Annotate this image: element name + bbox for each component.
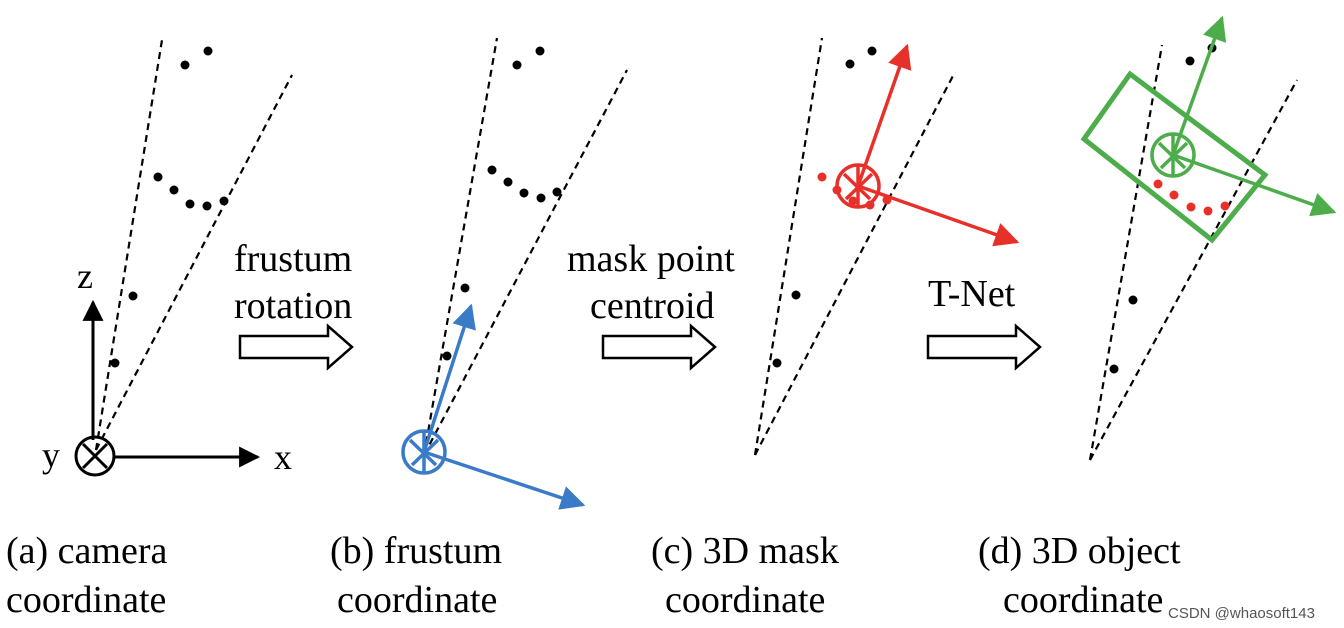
- transform-arrow-1: frustum rotation: [234, 238, 354, 371]
- watermark: CSDN @whaosoft143: [1168, 605, 1315, 622]
- captions: (a) camera coordinate (b) frustum coordi…: [6, 530, 1181, 621]
- frustum-edge-left: [422, 37, 499, 456]
- arrow-2-label-line1: mask point: [567, 238, 735, 280]
- frustum-edge-left: [1088, 44, 1164, 461]
- frustum-edge-right: [423, 69, 628, 456]
- point-cloud: [442, 46, 562, 361]
- caption-a-line1: (a) camera: [6, 530, 167, 572]
- hollow-arrow-icon: [601, 323, 717, 371]
- arrow-3-label-line1: T-Net: [928, 273, 1016, 315]
- panel-a-camera: z y x: [42, 39, 293, 477]
- arrow-1-label-line1: frustum: [234, 238, 352, 280]
- frustum-edge-right: [754, 71, 956, 456]
- frustum-edge-left: [753, 37, 824, 456]
- frustum-edge-right: [1089, 79, 1298, 461]
- hollow-arrow-icon: [238, 323, 354, 371]
- caption-c-line1: (c) 3D mask: [651, 530, 839, 572]
- panel-b-frustum: [401, 37, 628, 510]
- caption-c-line2: coordinate: [665, 579, 825, 621]
- red-up-axis-arrow: [856, 43, 912, 187]
- point-cloud: [772, 46, 877, 368]
- caption-d-line1: (d) 3D object: [978, 530, 1181, 572]
- panel-d-3d-object: [1080, 15, 1337, 461]
- blue-right-axis-arrow: [423, 450, 586, 510]
- point-cloud: [110, 46, 229, 368]
- blue-origin-icon: [401, 429, 447, 475]
- green-up-axis-arrow: [1171, 15, 1227, 156]
- caption-b-line2: coordinate: [337, 579, 497, 621]
- caption-d-line2: coordinate: [1003, 579, 1163, 621]
- hollow-arrow-icon: [926, 323, 1042, 371]
- green-right-axis-arrow: [1172, 153, 1337, 217]
- green-bounding-box: [1080, 70, 1269, 244]
- blue-up-axis-arrow: [422, 303, 476, 453]
- red-mask-points: [1153, 179, 1230, 216]
- arrow-1-label-line2: rotation: [234, 285, 352, 327]
- red-origin-icon: [835, 163, 881, 209]
- arrow-2-label-line2: centroid: [590, 285, 715, 327]
- transform-arrow-2: mask point centroid: [567, 238, 735, 371]
- caption-b-line1: (b) frustum: [330, 530, 502, 572]
- y-axis-into-page-icon: [74, 435, 116, 477]
- caption-a-line2: coordinate: [6, 579, 166, 621]
- green-origin-icon: [1150, 132, 1196, 178]
- red-mask-points: [817, 172, 892, 210]
- panel-c-3d-mask: [753, 37, 1020, 456]
- y-axis-label: y: [42, 435, 60, 475]
- red-right-axis-arrow: [857, 184, 1020, 247]
- transform-arrow-3: T-Net: [926, 273, 1042, 371]
- frustum-edge-right: [95, 74, 293, 451]
- point-cloud: [1109, 43, 1217, 374]
- x-axis-label: x: [274, 437, 292, 477]
- frustum-edge-left: [94, 39, 164, 451]
- z-axis-label: z: [77, 256, 93, 296]
